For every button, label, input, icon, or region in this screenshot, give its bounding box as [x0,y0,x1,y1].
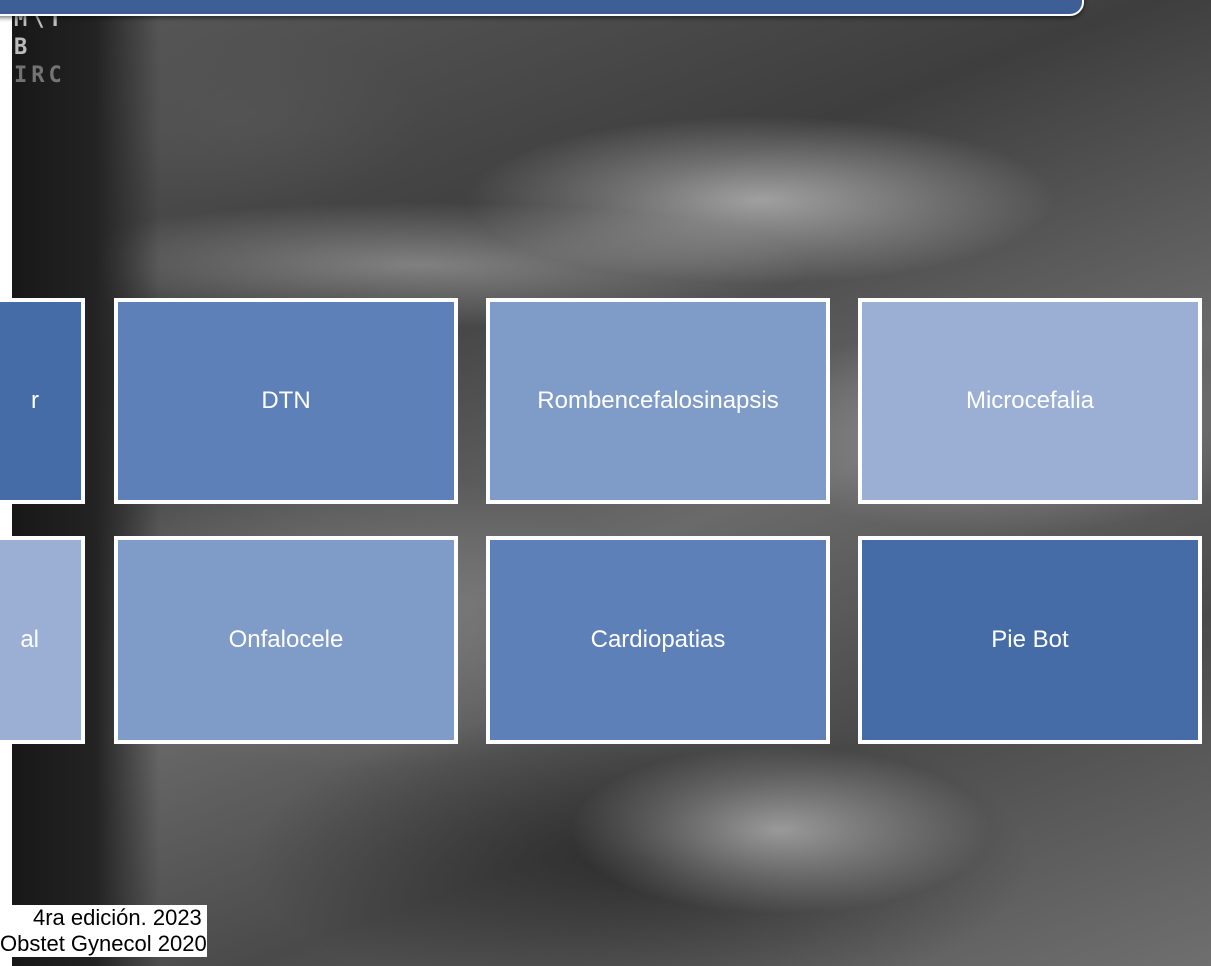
citation-line-1: 4ra edición. 2023 [0,905,207,931]
tile-microcefalia[interactable]: Microcefalia [858,298,1202,504]
tile-label: Onfalocele [229,626,344,654]
overlay-line-2: B [14,34,66,62]
tile-label: r [31,387,39,415]
ultrasound-overlay-text: M\T B IRC [14,6,66,90]
tile-onfalocele[interactable]: Onfalocele [114,536,458,744]
overlay-line-3: IRC [14,62,66,90]
source-citation: 4ra edición. 2023 Obstet Gynecol 2020 [0,905,207,957]
tile-row1-col0[interactable]: r [0,298,85,504]
tile-cardiopatias[interactable]: Cardiopatias [486,536,830,744]
tile-rombencefalosinapsis[interactable]: Rombencefalosinapsis [486,298,830,504]
tile-label: Pie Bot [991,626,1068,654]
tile-pie-bot[interactable]: Pie Bot [858,536,1202,744]
title-bar [0,0,1084,16]
citation-line-2: Obstet Gynecol 2020 [0,931,207,957]
tile-label: Rombencefalosinapsis [537,387,778,415]
tile-label: al [20,626,39,654]
tile-label: DTN [261,387,310,415]
tile-label: Cardiopatias [591,626,726,654]
tile-dtn[interactable]: DTN [114,298,458,504]
tile-label: Microcefalia [966,387,1094,415]
tile-row2-col0[interactable]: al [0,536,85,744]
